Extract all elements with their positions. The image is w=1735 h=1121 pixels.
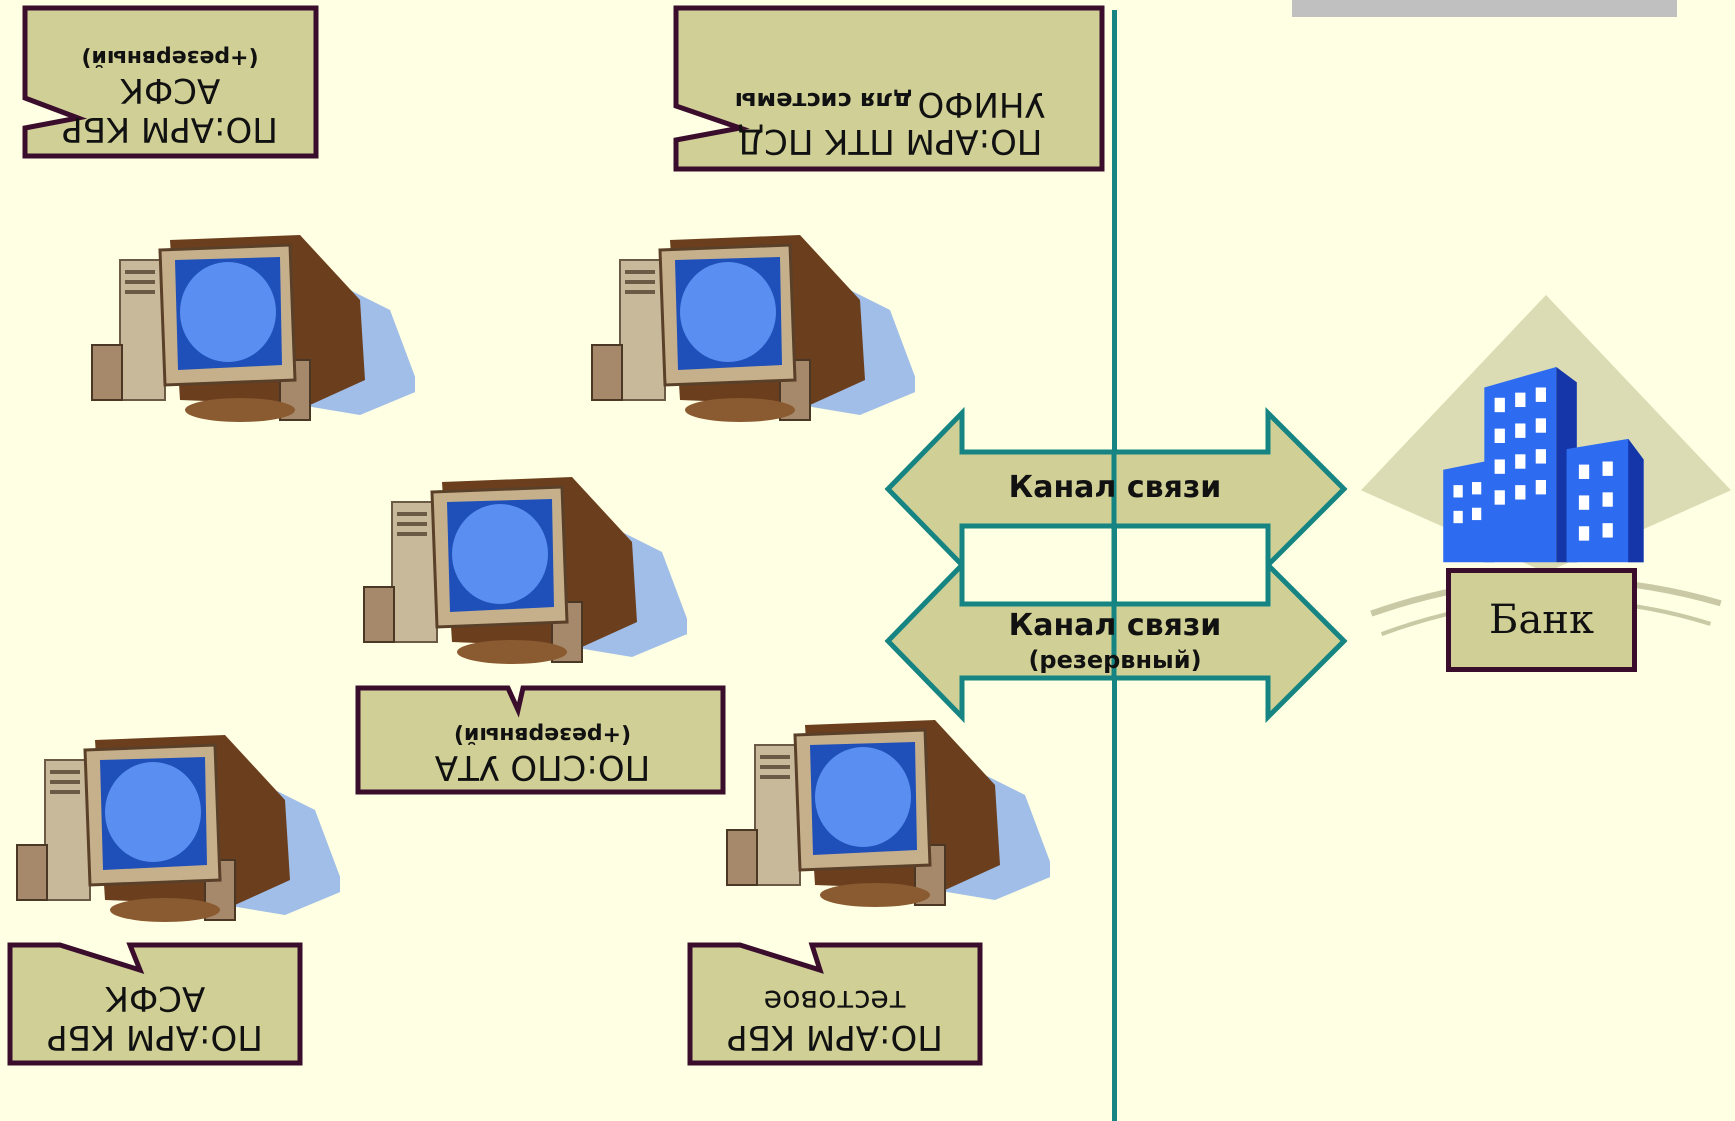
callout-5-line-1: ПО:АРМ КБР — [727, 1017, 943, 1057]
channel-label-reserve: Канал связи — [1008, 608, 1222, 643]
callout-2-note: для системы — [734, 86, 913, 115]
top-gray-bar — [1292, 0, 1677, 17]
channel-label-main: Канал связи — [1008, 470, 1222, 505]
bank-label-box: Банк — [1446, 568, 1637, 672]
callout-3-note: (+резервный) — [453, 721, 632, 747]
callout-1-line-1: ПО:АРМ КБР — [62, 109, 278, 149]
callout-label-1: ПО:АРМ КБР АСФК (+резервный) — [40, 18, 300, 149]
callout-2-line-2: УНИФО — [917, 83, 1046, 124]
callout-4-line-2: АСФК — [104, 977, 206, 1018]
callout-shape-5 — [687, 942, 983, 1066]
computer-icon-4 — [15, 733, 340, 924]
callout-shape-3 — [355, 685, 726, 795]
callout-label-3: ПО:СПО УТА (+резервный) — [370, 700, 715, 787]
computer-icon-3 — [362, 475, 687, 666]
callout-5-line-2: тестовое — [763, 982, 907, 1018]
callout-1-line-2: АСФК — [119, 69, 221, 110]
callout-shape-1 — [22, 5, 319, 159]
channel-label-reserve-sub: (резервный) — [1028, 646, 1202, 674]
callout-4-line-1: ПО:АРМ КБР — [47, 1017, 263, 1057]
callout-2-line-1: ПО:АРМ ПТК ПСД — [737, 121, 1043, 161]
bank-label: Банк — [1489, 597, 1594, 643]
callout-shape-2 — [673, 5, 1105, 172]
computer-icon-5 — [725, 718, 1050, 909]
computer-icon-1 — [90, 233, 415, 424]
callout-shape-4 — [7, 942, 303, 1066]
callout-3-line-1: ПО:СПО УТА — [434, 747, 651, 787]
callout-label-2: ПО:АРМ ПТК ПСД УНИФО для системы — [690, 30, 1090, 161]
computer-icon-2 — [590, 233, 915, 424]
callout-label-5: ПО:АРМ КБР тестовое — [700, 960, 970, 1057]
callout-label-4: ПО:АРМ КБР АСФК — [20, 960, 290, 1057]
callout-1-note: (+резервный) — [81, 44, 259, 70]
